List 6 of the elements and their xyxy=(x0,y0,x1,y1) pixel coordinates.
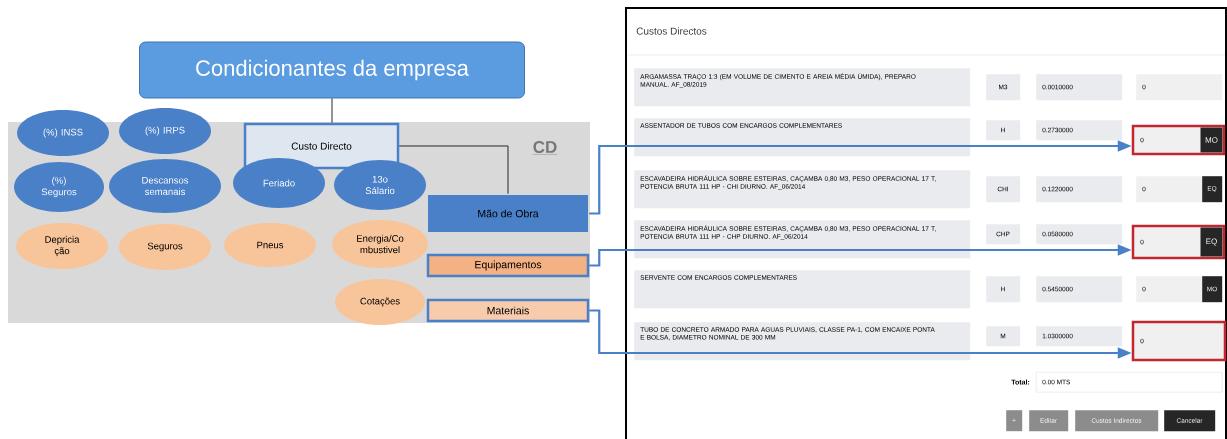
category-box: Mão de Obra xyxy=(428,195,588,232)
connector-line xyxy=(331,98,333,124)
category-box: Equipamentos xyxy=(426,253,590,278)
title-box: Condicionantes da empresa xyxy=(139,41,525,99)
category-box: Materiais xyxy=(426,298,590,323)
connector-line xyxy=(398,145,509,195)
